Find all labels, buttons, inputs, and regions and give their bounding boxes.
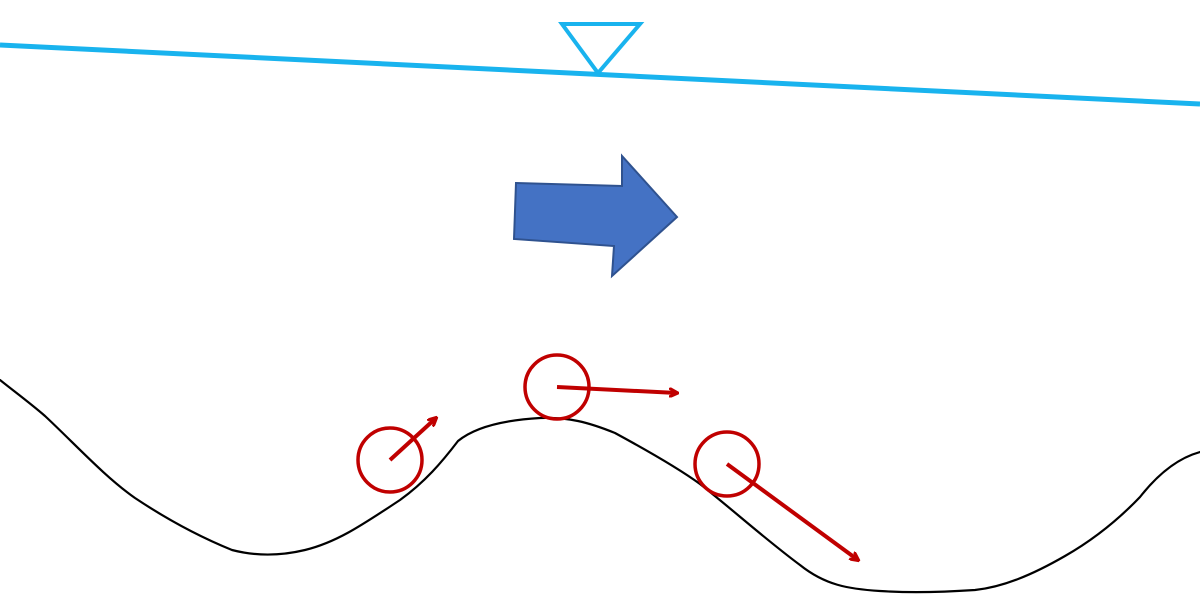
river-bed-line bbox=[0, 378, 1200, 594]
inverted-triangle-icon bbox=[558, 22, 645, 77]
sediment-particle-right bbox=[693, 430, 761, 498]
particle-group-right bbox=[693, 430, 858, 560]
velocity-arrow-left bbox=[388, 418, 436, 462]
velocity-arrow-right bbox=[725, 462, 858, 560]
particle-group-middle bbox=[523, 353, 677, 421]
velocity-arrow-middle bbox=[556, 385, 677, 393]
right-arrow-icon bbox=[512, 153, 679, 279]
sediment-particle-left bbox=[356, 426, 424, 494]
water-surface-line bbox=[0, 42, 1200, 107]
particle-group-left bbox=[356, 418, 436, 494]
